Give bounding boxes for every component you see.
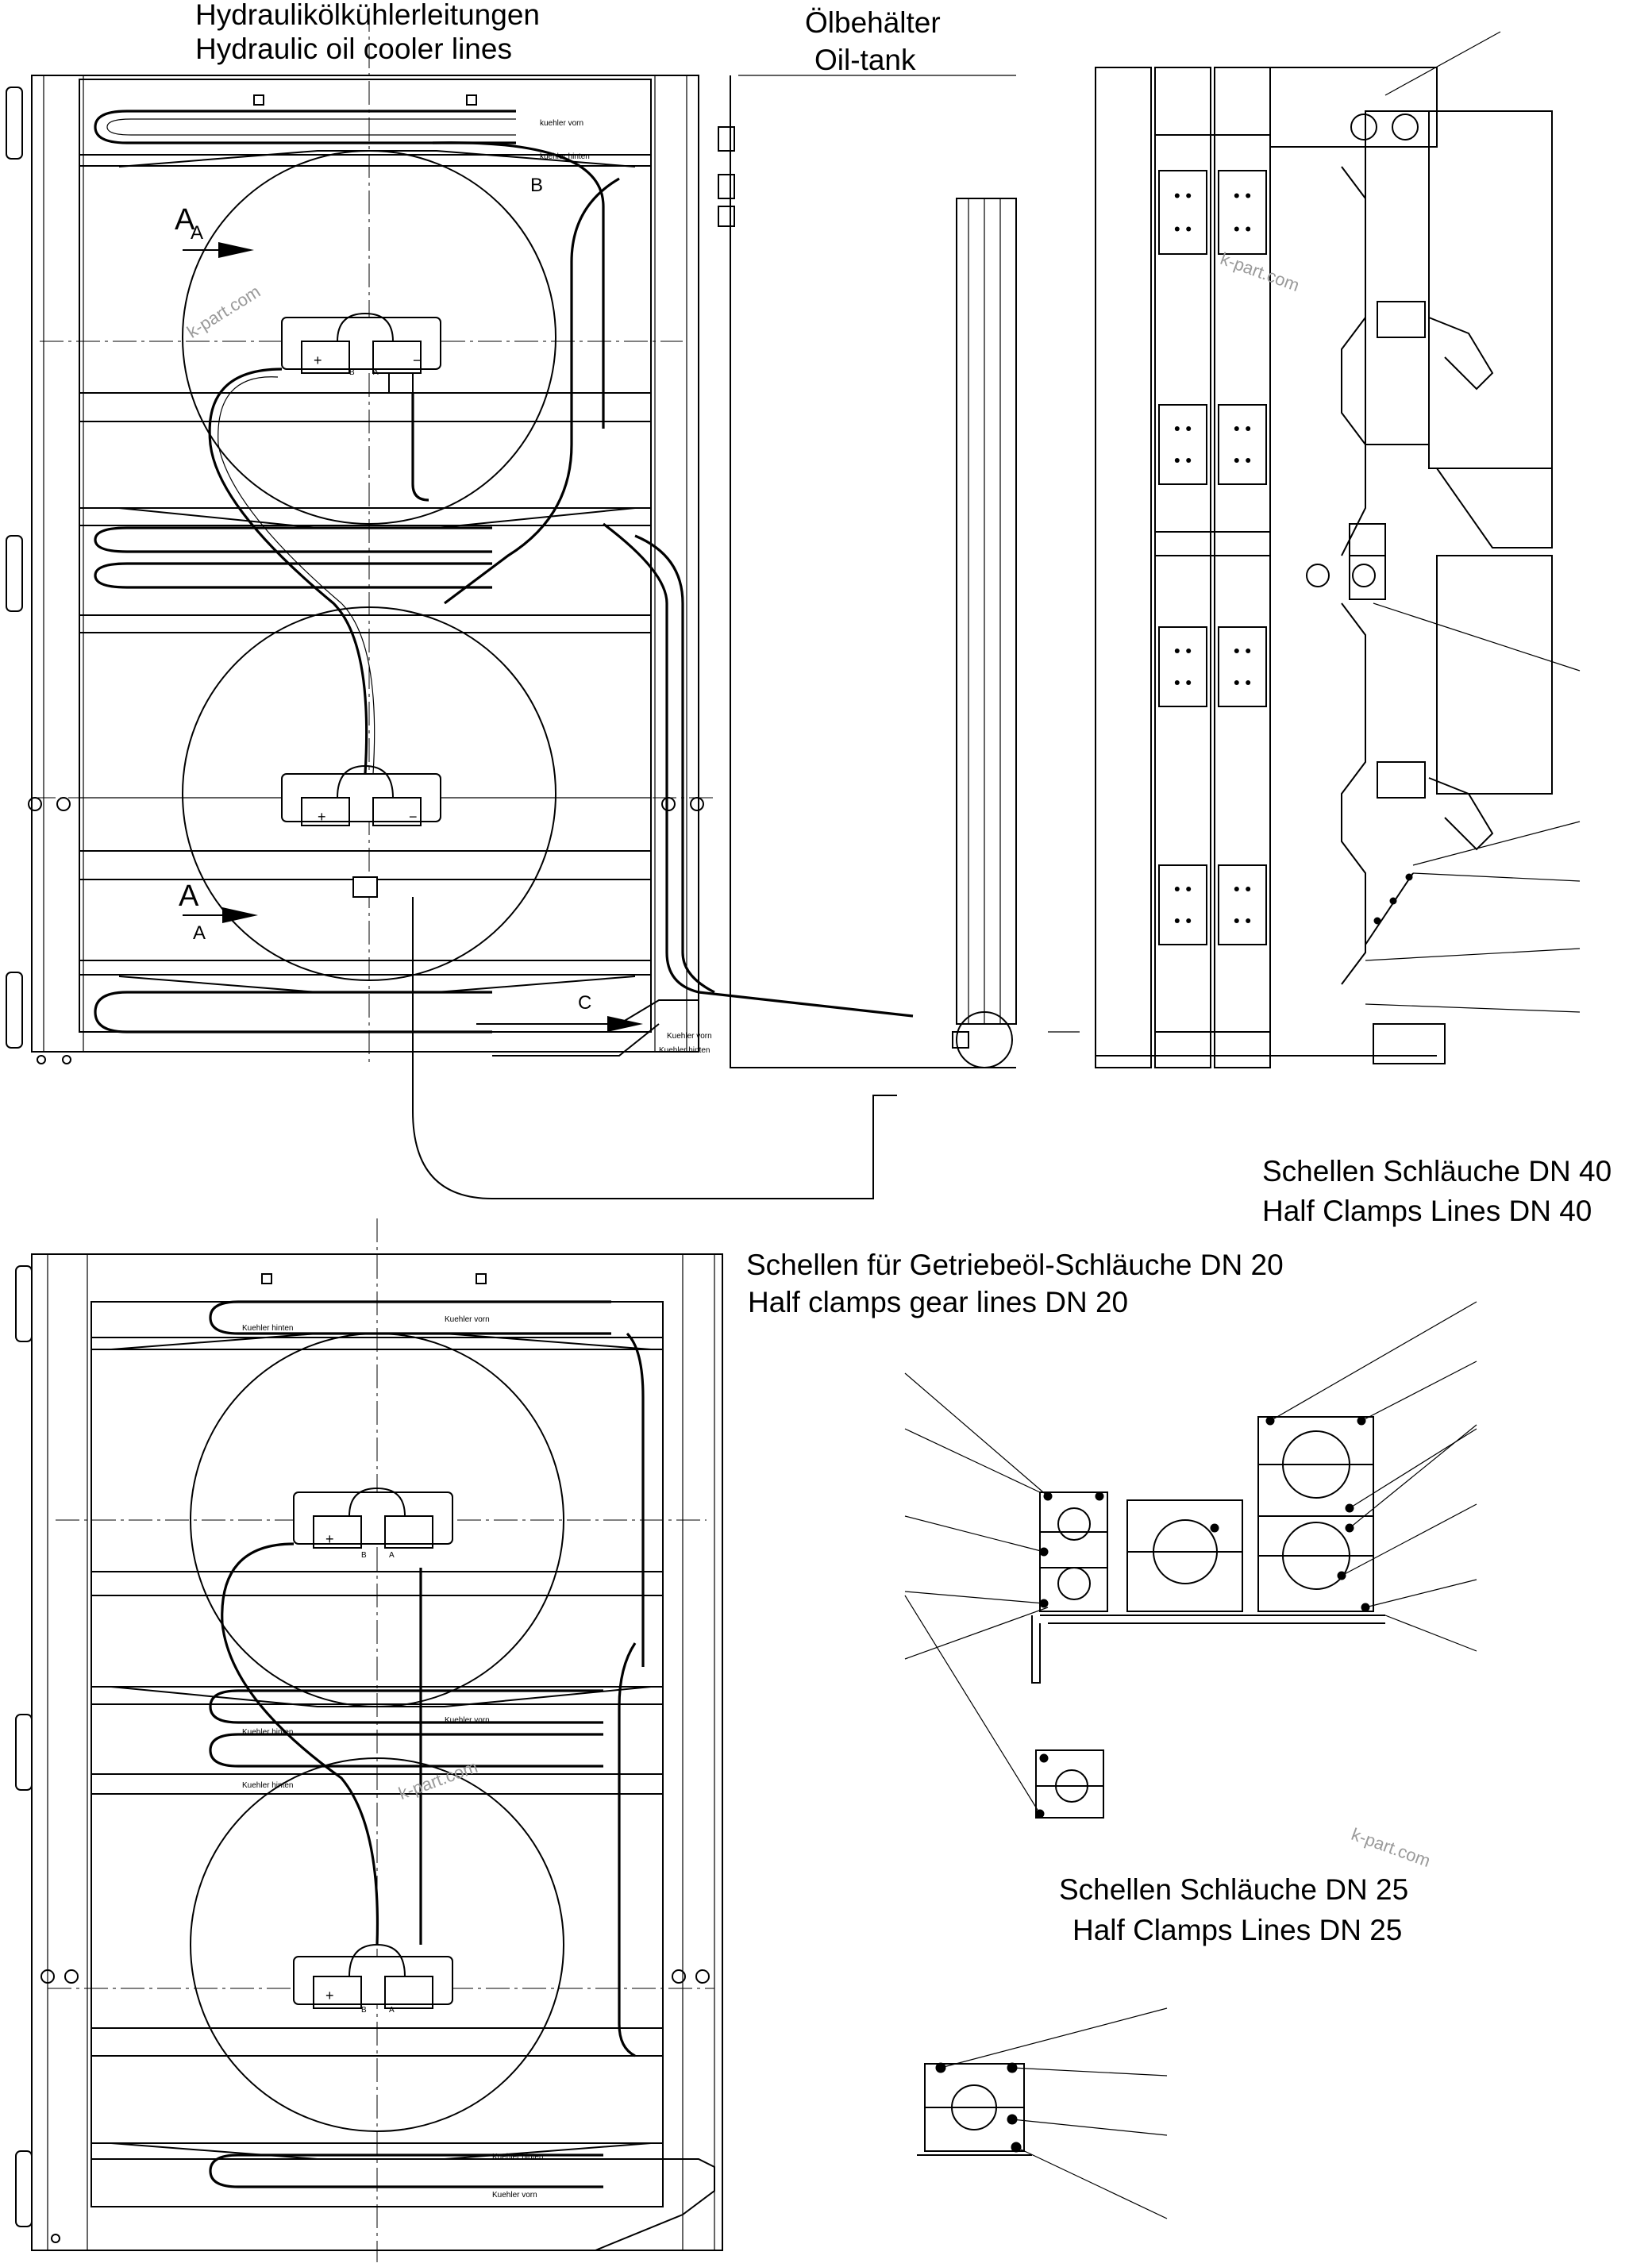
manifold-plus-mid: + <box>318 809 326 825</box>
clamps-dn40-title-de: Schellen Schläuche DN 40 <box>1262 1155 1612 1187</box>
panel-dot <box>1186 887 1192 891</box>
clamps-dn40-title-en: Half Clamps Lines DN 40 <box>1262 1195 1592 1227</box>
panel-dot <box>1186 649 1192 653</box>
oiltank-title-en: Oil-tank <box>814 44 916 76</box>
panel-dot <box>1186 426 1192 431</box>
manifold-minus-mid: − <box>409 809 418 825</box>
clamps-dn25-title-en: Half Clamps Lines DN 25 <box>1072 1914 1403 1946</box>
manifold-port-b-top: B <box>349 368 355 377</box>
clamps-dn20-detail <box>904 1301 1477 1819</box>
hose-label-vorn-b2: Kuehler vorn <box>445 1716 490 1725</box>
panel-dot <box>1234 426 1239 431</box>
hose-label-hinten-top: kuehler hinten <box>540 152 590 161</box>
panel-dot <box>1174 680 1180 685</box>
panel-dot <box>1246 680 1251 685</box>
clamps-dn25-detail <box>917 2007 1168 2219</box>
panel-dot <box>1234 680 1239 685</box>
hose-label-vorn-b1: Kuehler vorn <box>445 1315 490 1324</box>
panel-dot <box>1234 918 1239 923</box>
section-marker-a-bottom-sub: A <box>193 922 206 944</box>
hose-label-hinten-c: Kuehler hinten <box>659 1046 710 1055</box>
hydraulic-title-en: Hydraulic oil cooler lines <box>195 33 512 65</box>
hose-label-hinten-b4: Kuehler hinten <box>492 2153 544 2161</box>
hose-label-hinten-b1: Kuehler hinten <box>242 1324 294 1333</box>
section-marker-a-bottom: A <box>179 879 199 913</box>
manifold-port-a-top: A <box>373 368 379 377</box>
panel-dot <box>1234 193 1239 198</box>
hose-label-hinten-b3: Kuehler hinten <box>242 1781 294 1790</box>
hose-label-vorn-c: Kuehler vorn <box>667 1032 712 1041</box>
clamps-dn25-title-de: Schellen Schläuche DN 25 <box>1059 1873 1409 1906</box>
panel-dot <box>1174 458 1180 463</box>
panel-dot <box>1186 918 1192 923</box>
manifold-port-a-b2: A <box>389 2006 395 2015</box>
oil-tank-outline <box>730 75 1017 1068</box>
panel-dot <box>1186 458 1192 463</box>
panel-dot <box>1246 426 1251 431</box>
panel-dot <box>1246 226 1251 232</box>
panel-dot <box>1246 887 1251 891</box>
panel-dot <box>1234 649 1239 653</box>
panel-dot <box>1234 887 1239 891</box>
oiltank-title-de: Ölbehälter <box>805 6 941 39</box>
side-panels <box>1158 170 1267 945</box>
clamp-bolts <box>1035 1416 1370 1819</box>
detail-marker-c: C <box>578 992 592 1014</box>
panel-dot <box>1246 918 1251 923</box>
panel-dot <box>1174 887 1180 891</box>
side-view <box>1048 31 1581 1068</box>
panel-dot <box>1186 680 1192 685</box>
panel-dot <box>1174 918 1180 923</box>
panel-dot <box>1174 649 1180 653</box>
bottom-cooler-front-view <box>15 1218 723 2262</box>
hose-label-vorn-b4: Kuehler vorn <box>492 2191 537 2200</box>
top-cooler-front-view <box>6 8 914 1199</box>
panel-dot <box>1246 193 1251 198</box>
section-marker-a-top-sub: A <box>191 222 204 244</box>
manifold-plus-b1: + <box>325 1531 334 1547</box>
manifold-plus-top: + <box>314 352 322 368</box>
panel-dot <box>1186 226 1192 232</box>
panel-dot <box>1234 458 1239 463</box>
hydraulic-title-de: Hydraulikölkühlerleitungen <box>195 0 540 31</box>
clamps-dn20-title-de: Schellen für Getriebeöl-Schläuche DN 20 <box>746 1249 1284 1281</box>
panel-dot <box>1174 226 1180 232</box>
panel-dot <box>1186 193 1192 198</box>
hose-label-hinten-b2: Kuehler hinten <box>242 1728 294 1737</box>
panel-dot <box>1174 193 1180 198</box>
panel-dot <box>1234 226 1239 232</box>
clamps-dn20-title-en: Half clamps gear lines DN 20 <box>748 1286 1129 1318</box>
section-marker-a-top: A <box>175 203 195 237</box>
hose-label-vorn-top: kuehler vorn <box>540 119 583 128</box>
panel-dot <box>1246 458 1251 463</box>
manifold-minus-top: − <box>413 352 422 368</box>
manifold-port-a-b1: A <box>389 1551 395 1560</box>
detail-marker-b: B <box>530 175 544 196</box>
panel-dot <box>1246 649 1251 653</box>
manifold-plus-b2: + <box>325 1988 334 2003</box>
panel-dot <box>1174 426 1180 431</box>
manifold-port-b-b2: B <box>361 2006 367 2015</box>
manifold-port-b-b1: B <box>361 1551 367 1560</box>
